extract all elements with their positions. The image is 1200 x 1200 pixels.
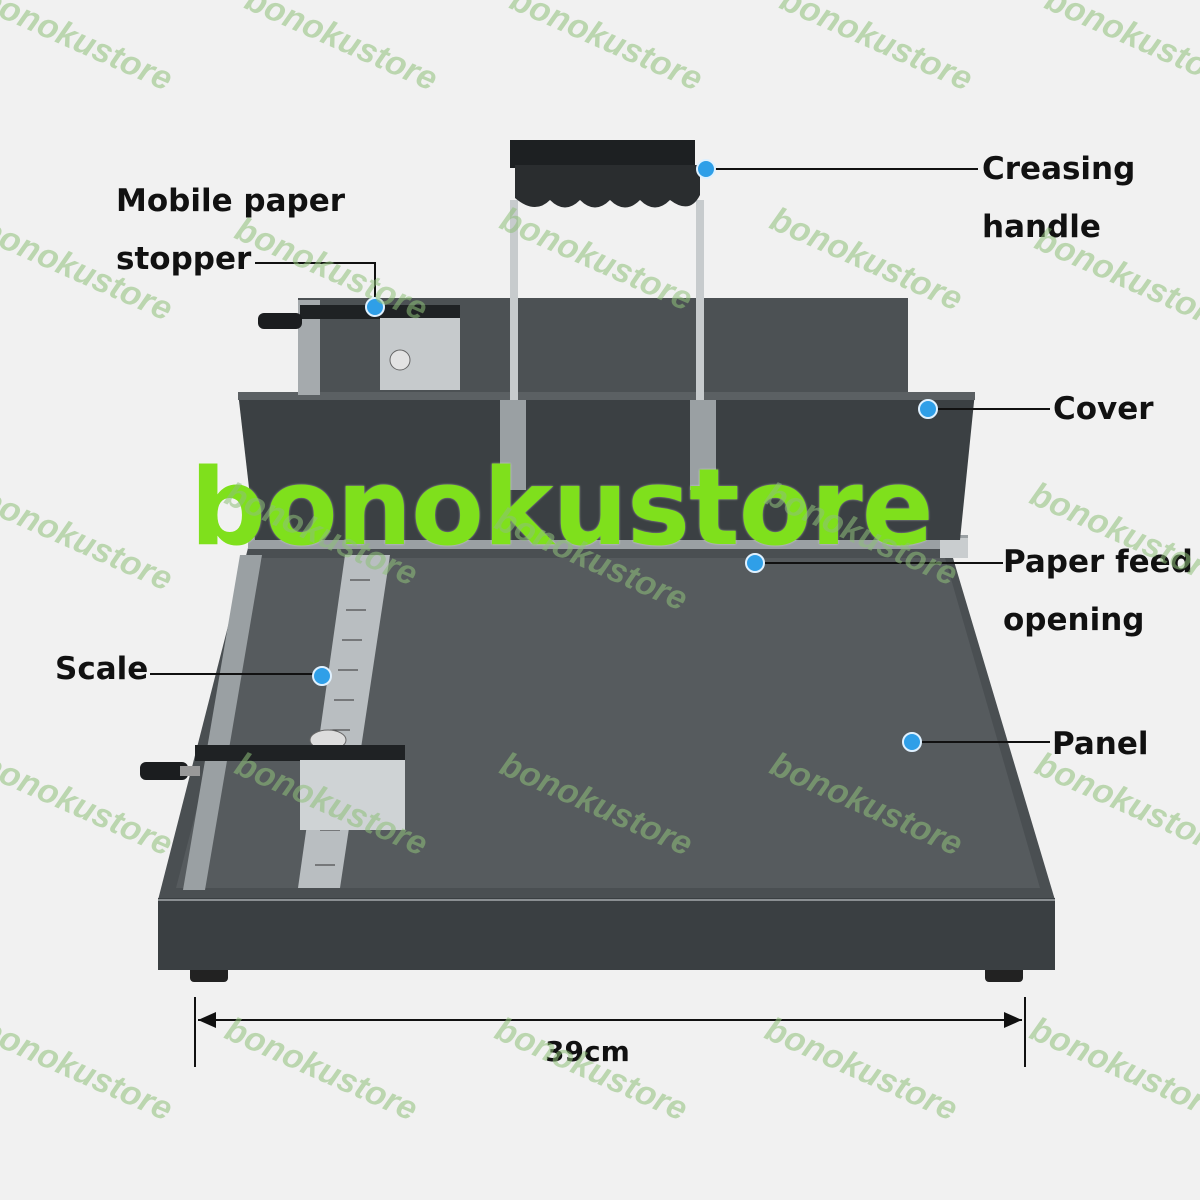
side-guide-rail	[183, 555, 262, 890]
label-paper-feed-opening: Paper feed opening	[1003, 544, 1193, 638]
leader-lines	[150, 168, 1050, 743]
front-stopper-knob	[140, 762, 188, 780]
watermark-large: bonokustore	[190, 446, 934, 569]
front-stopper-plate	[300, 760, 405, 830]
marker-paper-feed	[745, 553, 765, 573]
top-stopper-knob	[258, 313, 302, 329]
label-panel: Panel	[1052, 726, 1149, 762]
marker-scale	[312, 666, 332, 686]
label-scale: Scale	[55, 651, 149, 687]
handle-arm-left	[510, 200, 518, 430]
top-paper-stopper-rail	[298, 300, 320, 395]
label-mobile-paper-stopper: Mobile paper stopper	[116, 183, 346, 277]
cover	[238, 392, 975, 540]
base-front-edge	[158, 898, 1055, 970]
handle-grip-top	[510, 140, 695, 168]
label-creasing-handle: Creasing handle	[982, 151, 1136, 245]
dimension-line	[194, 997, 1026, 1067]
marker-cover	[918, 399, 938, 419]
handle-arm-right	[696, 200, 704, 430]
marker-creasing-handle	[696, 159, 716, 179]
label-cover: Cover	[1053, 391, 1154, 427]
marker-panel	[902, 732, 922, 752]
front-paper-stopper	[195, 745, 405, 761]
handle-grip	[515, 165, 700, 208]
dimension-text: 39cm	[545, 1035, 630, 1068]
marker-paper-stopper	[365, 297, 385, 317]
